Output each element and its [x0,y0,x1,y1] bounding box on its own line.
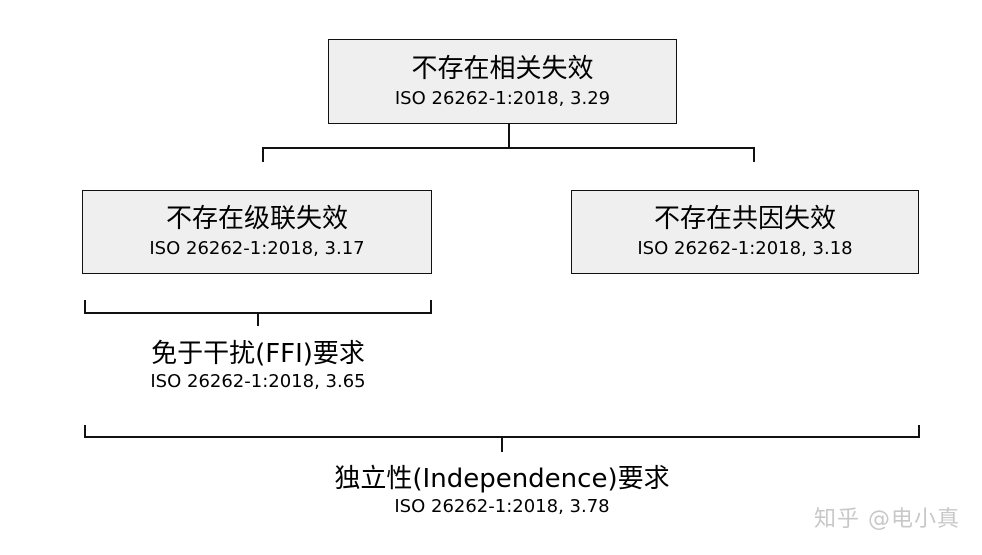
children-bracket [262,147,755,162]
root-node-title: 不存在相关失效 [411,53,594,84]
common-cause-node-ref: ISO 26262-1:2018, 3.18 [637,238,853,259]
ffi-bracket [84,300,432,314]
cascading-node-ref: ISO 26262-1:2018, 3.17 [149,238,365,259]
common-cause-node-title: 不存在共因失效 [653,204,836,234]
independence-label: 独立性(Independence)要求 ISO 26262-1:2018, 3.… [302,463,702,519]
cascading-node: 不存在级联失效 ISO 26262-1:2018, 3.17 [82,190,432,274]
root-node: 不存在相关失效 ISO 26262-1:2018, 3.29 [328,39,677,124]
cascading-node-title: 不存在级联失效 [165,204,348,234]
ffi-label-ref: ISO 26262-1:2018, 3.65 [150,371,366,392]
independence-bracket [84,425,920,438]
independence-label-ref: ISO 26262-1:2018, 3.78 [394,496,610,517]
ffi-label: 免于干扰(FFI)要求 ISO 26262-1:2018, 3.65 [98,338,418,394]
root-node-ref: ISO 26262-1:2018, 3.29 [394,87,611,109]
ffi-label-title: 免于干扰(FFI)要求 [151,339,365,369]
watermark: 知乎 @电小真 [814,507,960,532]
common-cause-node: 不存在共因失效 ISO 26262-1:2018, 3.18 [571,190,919,274]
independence-label-title: 独立性(Independence)要求 [334,464,670,494]
